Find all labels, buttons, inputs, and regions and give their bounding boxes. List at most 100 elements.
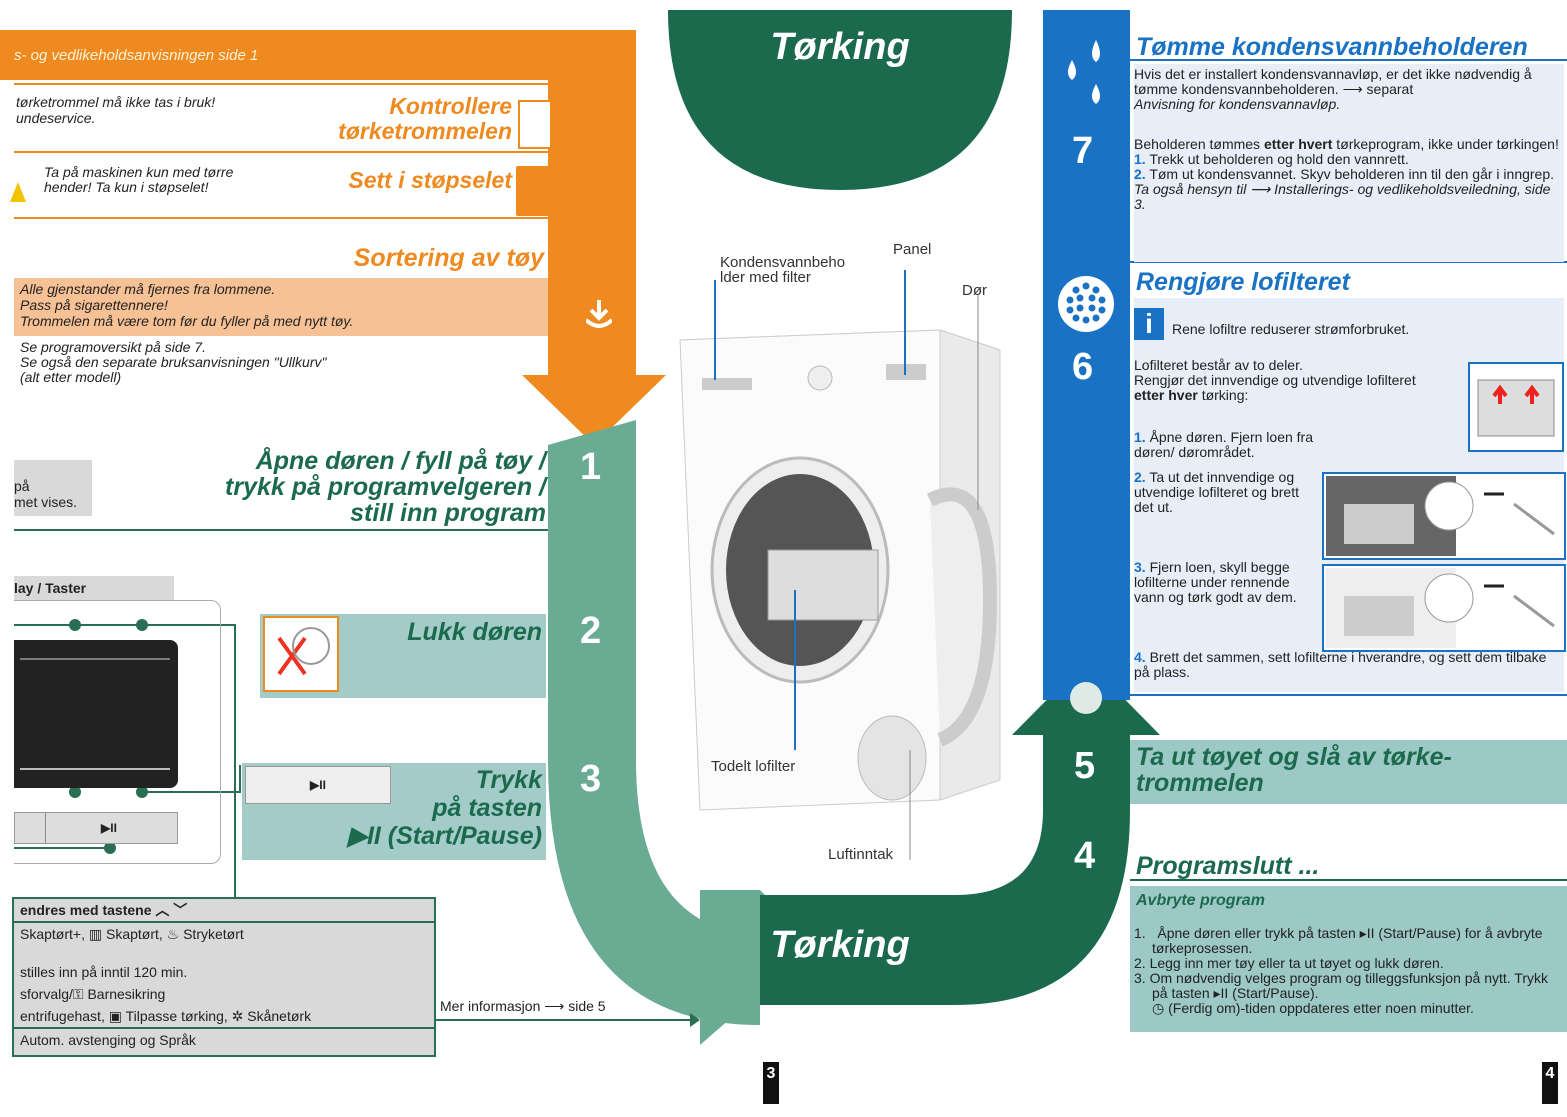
orange-arrow-head <box>522 375 666 445</box>
orange-vertical-bar <box>548 30 636 375</box>
lint-item-3-text: Fjern loen, skyll begge lofilterne under… <box>1134 559 1297 605</box>
filter-icon <box>1058 276 1114 332</box>
drum-icon <box>518 100 550 149</box>
step7-p1: Hvis det er installert kondensvannavløp,… <box>1134 67 1564 112</box>
lint-item-1: 1. Åpne døren. Fjern loen fra døren/ dør… <box>1134 429 1313 460</box>
water-drops-icon <box>1058 40 1114 115</box>
blue-column <box>1043 10 1130 700</box>
top-title: Tørking <box>770 26 910 68</box>
download-arrow-icon <box>584 300 614 328</box>
dryer-illustration <box>679 329 1001 811</box>
step-number-7: 7 <box>1072 130 1094 172</box>
top-half-circle <box>668 10 1012 190</box>
abort-item-2: Legg inn mer tøy eller ta ut tøyet og lu… <box>1149 955 1444 971</box>
step7-p2-c: tørkeprogram, ikke under tørkingen! <box>1332 136 1559 152</box>
step7-p2-b: etter hvert <box>1263 136 1333 152</box>
grey-note-1: på <box>14 478 30 494</box>
label-air: Luftinntak <box>828 846 894 863</box>
step3-key-label: ▶II <box>310 778 326 792</box>
sorting-warning-3: Trommelen må være tom før du fyller på m… <box>20 313 354 329</box>
grey-note: på met vises. <box>14 460 92 516</box>
lint-filter-image-2 <box>1322 472 1566 560</box>
table-row: Autom. avstenging og Språk <box>20 1032 196 1048</box>
step1-line-1: Åpne døren / fyll på tøy / <box>255 447 546 475</box>
sorting-note-1: Se programoversikt på side 7. <box>20 339 206 355</box>
step4-title: Programslutt ... <box>1136 852 1320 880</box>
step-number-1: 1 <box>580 446 602 488</box>
sorting-title: Sortering av tøy <box>353 244 544 272</box>
green-flow-left <box>548 420 760 1025</box>
page-number-left: 3 <box>763 1062 779 1104</box>
step-number-4: 4 <box>1074 835 1096 877</box>
lint-item-2-text: Ta ut det innvendige og utvendige lofilt… <box>1134 469 1299 515</box>
step1-line-2: trykk på programvelgeren / <box>225 473 546 501</box>
header-text: s- og vedlikeholdsanvisningen side 1 <box>14 47 259 64</box>
lint-item-1-text: Åpne døren. Fjern loen fra døren/ døromr… <box>1134 429 1313 460</box>
start-pause-key[interactable]: ▶II <box>14 812 178 844</box>
step3-line-3: ▶II (Start/Pause) <box>347 822 542 850</box>
warning-icon <box>10 182 26 202</box>
step7-p1-italic: Anvisning for kondensvannavløp. <box>1134 96 1341 112</box>
label-filter: Todelt lofilter <box>711 758 796 775</box>
lint-filter-image-3 <box>1322 564 1566 652</box>
label-door: Dør <box>962 282 987 299</box>
lint-item-4: 4. Brett det sammen, sett lofilterne i h… <box>1134 649 1547 680</box>
grey-note-2: met vises. <box>14 494 78 510</box>
info-icon: i <box>1134 308 1164 340</box>
check-text: tørketrommel må ikke tas i bruk! undeser… <box>16 94 216 126</box>
lint-item-2: 2. Ta ut det innvendige og utvendige lof… <box>1134 469 1299 515</box>
step7-item-1: Trekk ut beholderen og hold den vannrett… <box>1149 151 1409 167</box>
sorting-warning-2: Pass på sigarettennere! <box>20 297 168 313</box>
lint-p2c: tørking: <box>1201 387 1249 403</box>
plug-warning: Ta på maskinen kun med tørre hender! Ta … <box>44 164 234 195</box>
display-frame <box>14 600 221 864</box>
step7-p2: Beholderen tømmes etter hvert tørkeprogr… <box>1134 137 1564 212</box>
bottom-title: Tørking <box>770 924 910 966</box>
dark-green-flow <box>760 735 1130 1005</box>
step6-title: Rengjøre lofilteret <box>1136 268 1350 296</box>
close-door-icon <box>263 616 339 692</box>
settings-table: endres med tastene ︿ ﹀ Skaptørt+, ▥ Skap… <box>12 897 436 1057</box>
sorting-warning-box: Alle gjenstander må fjernes fra lommene.… <box>14 278 548 336</box>
step7-p2-a: Beholderen tømmes <box>1134 136 1264 152</box>
step5-title: Ta ut tøyet og slå av tørke- trommelen <box>1136 743 1452 797</box>
step3-line-2: på tasten <box>432 794 542 822</box>
more-info-link[interactable]: Mer informasjon ⟶ side 5 <box>440 998 606 1014</box>
step7-p1-text: Hvis det er installert kondensvannavløp,… <box>1134 66 1532 97</box>
sorting-warning-1: Alle gjenstander må fjernes fra lommene. <box>20 281 276 297</box>
sorting-notes: Se programoversikt på side 7. Se også de… <box>20 340 520 385</box>
info-text: Rene lofiltre reduserer strømforbruket. <box>1172 321 1410 337</box>
step3-key-image: ▶II <box>245 766 391 804</box>
step3-title: Trykk på tasten ▶II (Start/Pause) <box>300 766 542 850</box>
start-pause-key-label: ▶II <box>101 821 117 835</box>
label-condensate: Kondensvannbeho lder med filter <box>720 254 846 286</box>
label-panel: Panel <box>893 241 932 258</box>
step7-title: Tømme kondensvannbeholderen <box>1136 33 1528 61</box>
step1-title: Åpne døren / fyll på tøy / trykk på prog… <box>180 448 546 526</box>
abort-title: Avbryte program <box>1136 892 1265 909</box>
lint-p1: Lofilteret består av to deler. <box>1134 357 1303 373</box>
display-screen <box>14 640 178 788</box>
abort-list: 1. Åpne døren eller trykk på tasten ▸II … <box>1134 926 1559 1016</box>
abort-item-3: Om nødvendig velges program og tilleggsf… <box>1149 970 1548 1001</box>
display-label: lay / Taster <box>14 576 174 600</box>
step-number-2: 2 <box>580 610 602 652</box>
table-row: entrifugehast, ▣ Tilpasse tørking, ✲ Skå… <box>14 1005 434 1029</box>
abort-item-4: ◷ (Ferdig om)-tiden oppdateres etter noe… <box>1152 1000 1474 1016</box>
step7-box <box>1134 64 1564 262</box>
step-number-6: 6 <box>1072 346 1094 388</box>
table-row: sforvalg/⚿ Barnesikring <box>20 986 166 1002</box>
lint-item-3: 3. Fjern loen, skyll begge lofilterne un… <box>1134 559 1297 605</box>
lint-intro: Lofilteret består av to deler. Rengjør d… <box>1134 358 1434 403</box>
circle-marker <box>1070 682 1102 714</box>
sorting-note-3: (alt etter modell) <box>20 369 122 385</box>
lint-item-4-text: Brett det sammen, sett lofilterne i hver… <box>1134 649 1547 680</box>
step1-line-3: still inn program <box>350 499 546 527</box>
table-row: endres med tastene ︿ ﹀ <box>14 899 434 923</box>
step3-line-1: Trykk <box>475 766 542 794</box>
sorting-note-2: Se også den separate bruksanvisningen "U… <box>20 354 327 370</box>
table-row: stilles inn på inntil 120 min. <box>20 964 188 980</box>
lint-p2: Rengjør det innvendige og utvendige lofi… <box>1134 372 1416 388</box>
check-title: Kontrollere tørketrommelen <box>338 93 512 144</box>
